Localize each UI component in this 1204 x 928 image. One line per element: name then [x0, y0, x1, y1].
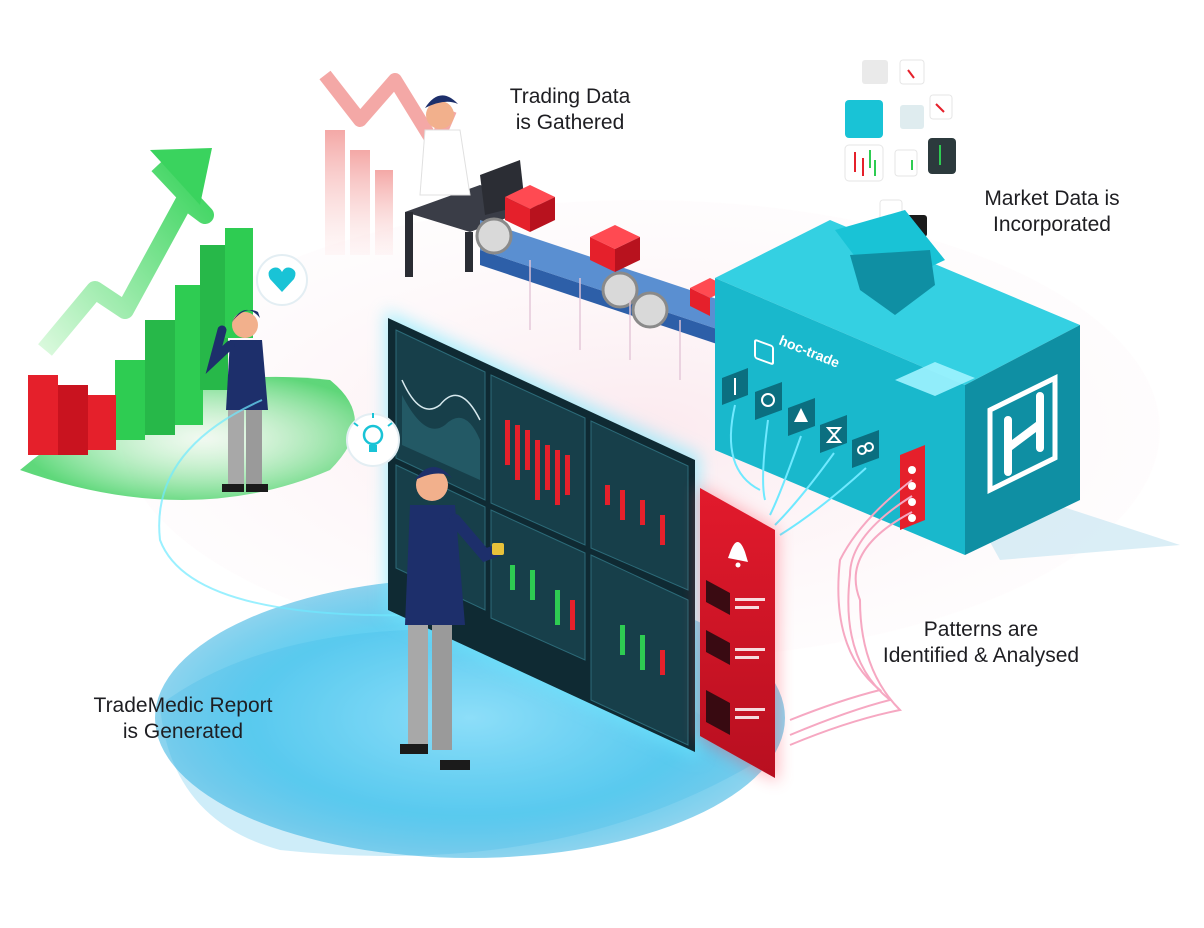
candle-bars: [505, 420, 665, 675]
hourglass-icon: [820, 415, 847, 453]
caption-patterns-line1: Patterns are: [923, 618, 1039, 641]
caption-report-line1: TradeMedic Report: [93, 694, 273, 717]
analyst-figure-front: [400, 466, 504, 770]
data-box: [590, 225, 640, 272]
market-data-tiles: [844, 59, 956, 237]
caption-report: TradeMedic Report is Generated: [68, 693, 298, 745]
caption-trading-line1: Trading Data: [509, 85, 631, 108]
caption-report-line2: is Generated: [122, 720, 244, 743]
heart-icon: [256, 254, 308, 306]
lightbulb-icon: [346, 413, 400, 467]
caption-trading-data: Trading Data is Gathered: [490, 84, 650, 136]
coins-icon: [852, 430, 879, 468]
data-box: [505, 185, 555, 232]
brand-logo: [987, 373, 1058, 495]
speed-icon: [755, 382, 782, 420]
caption-market-line2: Incorporated: [993, 213, 1111, 236]
dashboard-screen: [385, 310, 700, 760]
control-box: [900, 445, 925, 530]
caption-patterns-line2: Identified & Analysed: [882, 644, 1080, 667]
report-panel: [698, 485, 778, 782]
bell-icon: [728, 541, 748, 568]
caption-market-data: Market Data is Incorporated: [962, 186, 1142, 238]
processing-machine: hoc-trade: [715, 210, 1080, 555]
analyst-figure-left: [205, 309, 268, 492]
alert-icon: [788, 398, 815, 436]
data-gathering-conveyor: [405, 95, 730, 380]
caption-patterns: Patterns are Identified & Analysed: [856, 617, 1106, 669]
caption-market-line1: Market Data is: [984, 187, 1120, 210]
connection-cables: [158, 399, 913, 746]
rising-chart-graphic: [28, 148, 253, 455]
caption-trading-line2: is Gathered: [515, 111, 625, 134]
candlestick-icon: [722, 368, 748, 405]
